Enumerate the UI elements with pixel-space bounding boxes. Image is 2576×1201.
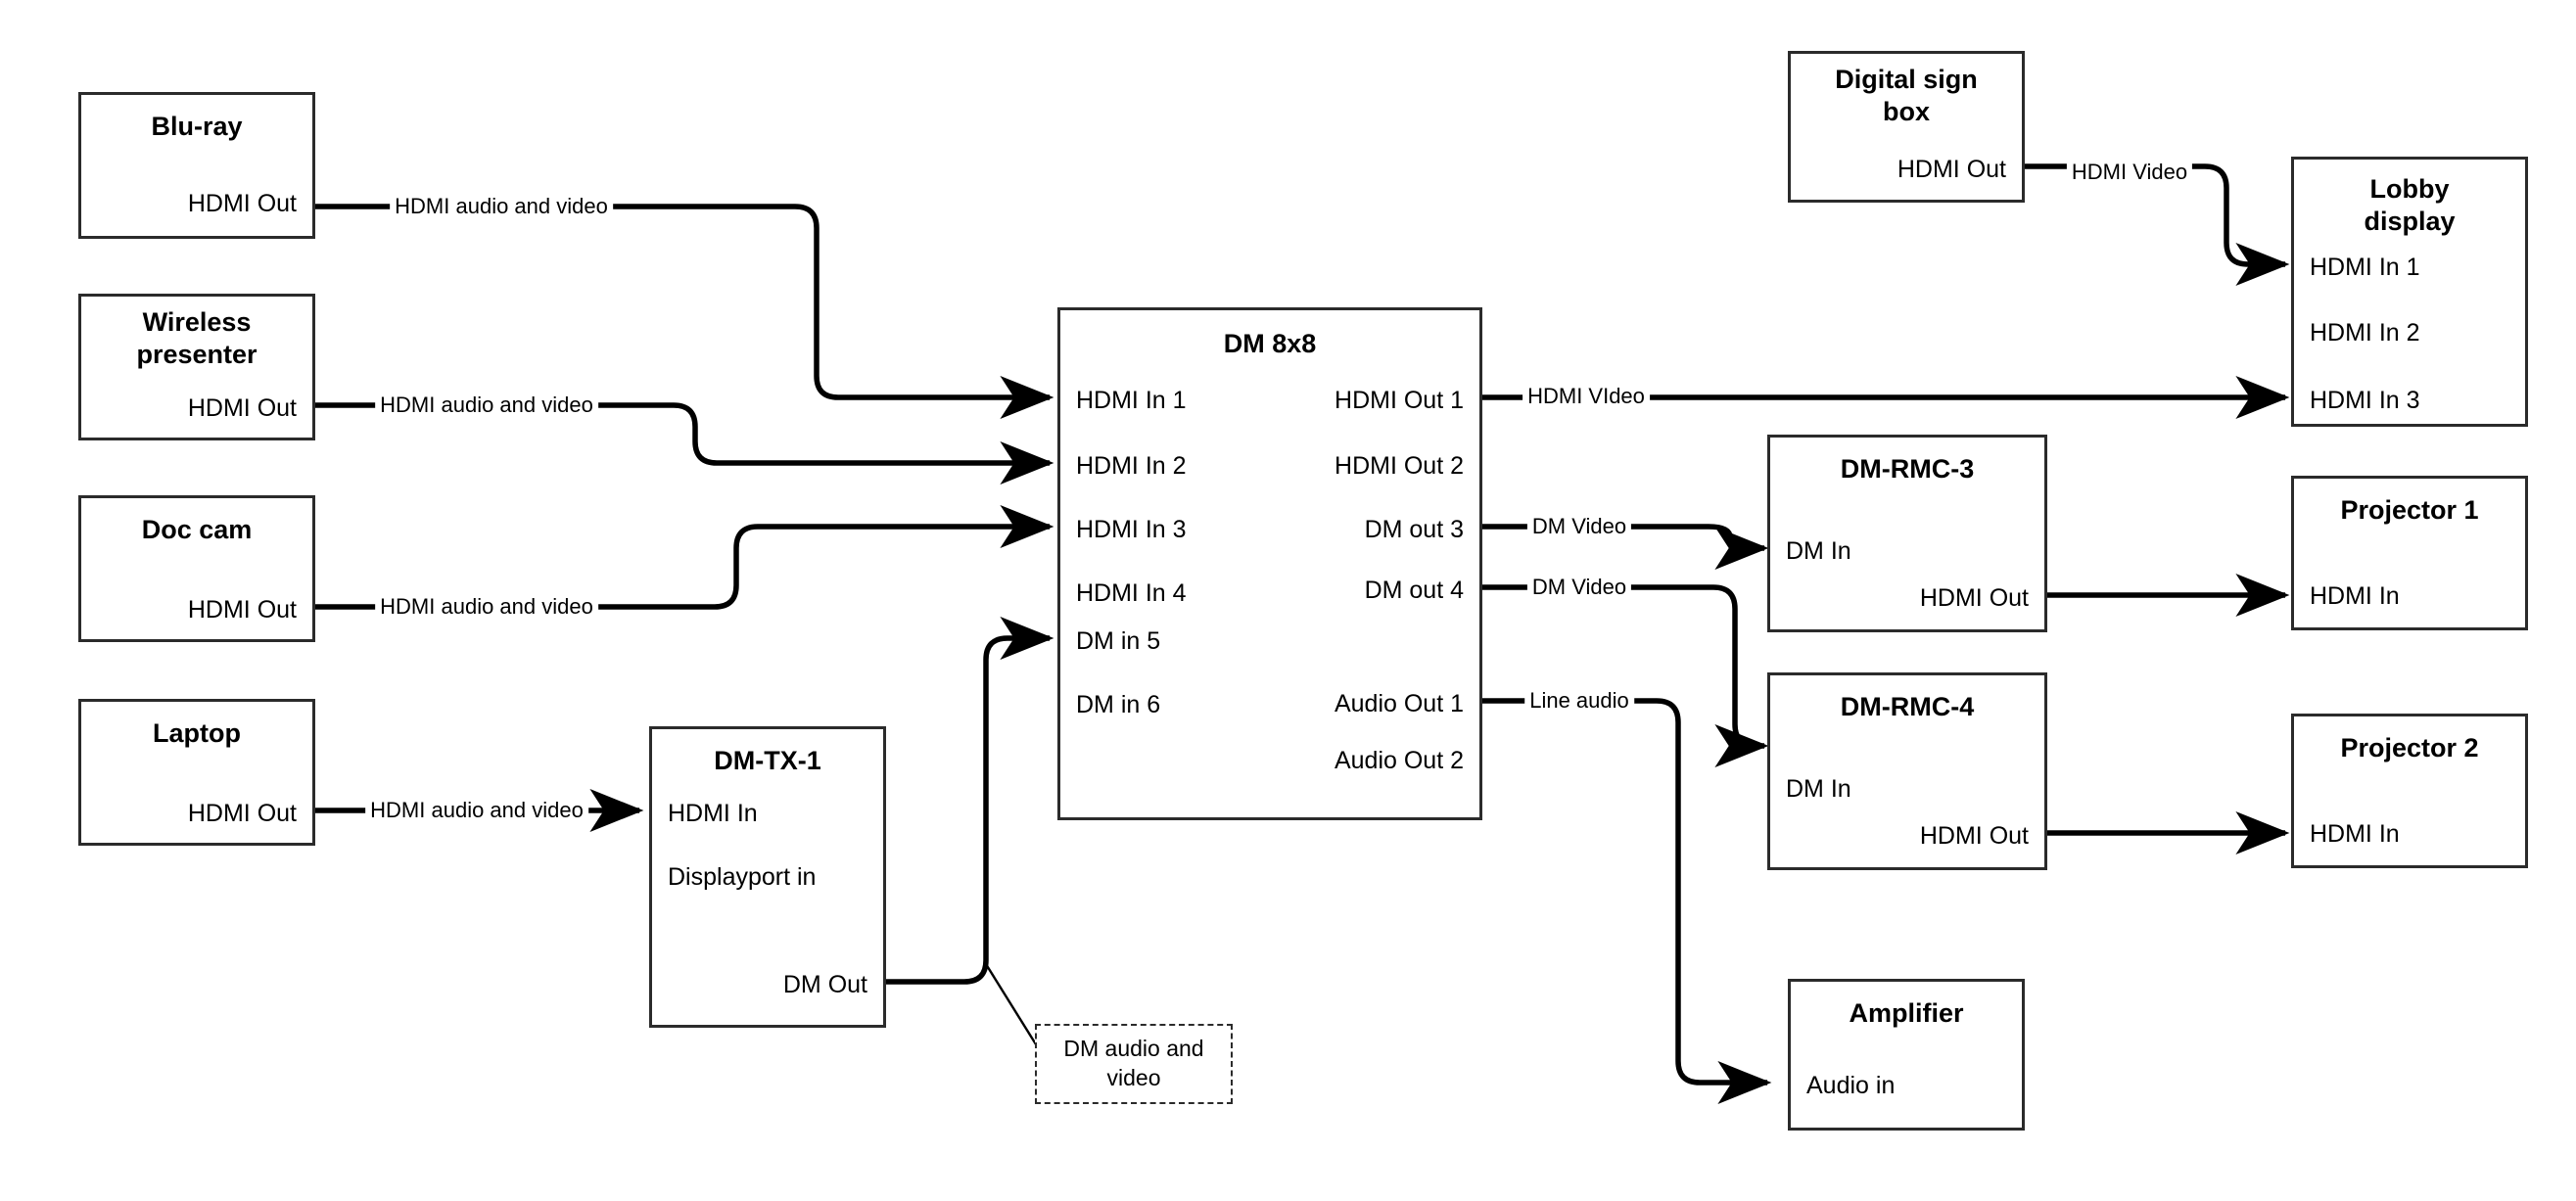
dmrmc3-port-dm-in[interactable]: DM In — [1786, 537, 1851, 565]
note-leader-line — [984, 963, 1043, 1053]
edge-dm8x8-to-dmrmc4 — [1481, 584, 1769, 767]
bluray-title: Blu-ray — [151, 112, 243, 141]
dm8x8-port-audio-out-2[interactable]: Audio Out 2 — [1334, 747, 1464, 774]
edge-dmtx1-to-dm8x8 — [886, 616, 1054, 985]
amplifier-title: Amplifier — [1849, 998, 1964, 1028]
lobby-port-hdmi-in-3[interactable]: HDMI In 3 — [2310, 387, 2420, 414]
edge-label-bluray: HDMI audio and video — [390, 194, 613, 219]
dm8x8-port-hdmi-in-3[interactable]: HDMI In 3 — [1076, 516, 1187, 543]
dmrmc4-port-dm-in[interactable]: DM In — [1786, 775, 1851, 803]
node-bluray[interactable]: Blu-ray HDMI Out — [78, 92, 315, 239]
projector1-title: Projector 1 — [2340, 495, 2479, 525]
edge-label-digitalsign: HDMI Video — [2066, 160, 2193, 185]
node-laptop[interactable]: Laptop HDMI Out — [78, 699, 315, 846]
node-projector-2[interactable]: Projector 2 HDMI In — [2291, 714, 2528, 868]
digitalsign-title-line1: Digital sign — [1835, 65, 1978, 94]
lobby-port-hdmi-in-1[interactable]: HDMI In 1 — [2310, 254, 2420, 281]
digitalsign-port-hdmi-out[interactable]: HDMI Out — [1897, 156, 2006, 183]
dm8x8-port-hdmi-in-4[interactable]: HDMI In 4 — [1076, 579, 1187, 607]
note-line-2: video — [1106, 1065, 1161, 1090]
dm8x8-port-dm-in-6[interactable]: DM in 6 — [1076, 691, 1161, 718]
node-dm-rmc-4[interactable]: DM-RMC-4 DM In HDMI Out — [1767, 672, 2047, 870]
lobby-title-line2: display — [2364, 207, 2456, 236]
wireless-title-line1: Wireless — [142, 307, 252, 337]
dm8x8-port-dm-out-4[interactable]: DM out 4 — [1364, 577, 1464, 604]
digitalsign-title-line2: box — [1882, 97, 1930, 126]
node-dm-8x8[interactable]: DM 8x8 HDMI In 1 HDMI In 2 HDMI In 3 HDM… — [1057, 307, 1482, 820]
edge-label-doccam: HDMI audio and video — [375, 594, 598, 620]
note-dm-audio-and-video: DM audio and video — [1035, 1024, 1233, 1104]
dm8x8-port-hdmi-in-2[interactable]: HDMI In 2 — [1076, 452, 1187, 480]
edge-doccam-to-dm8x8 — [314, 504, 1054, 610]
edge-dm8x8-to-dmrmc3 — [1481, 524, 1769, 570]
dm8x8-port-dm-in-5[interactable]: DM in 5 — [1076, 627, 1161, 655]
edge-wireless-to-dm8x8 — [314, 402, 1054, 485]
projector2-title: Projector 2 — [2340, 733, 2479, 762]
edge-dm8x8-to-amplifier — [1481, 698, 1772, 1104]
bluray-port-hdmi-out[interactable]: HDMI Out — [187, 190, 297, 217]
edge-label-hdmiout1: HDMI VIdeo — [1522, 384, 1650, 409]
dmtx1-title: DM-TX-1 — [714, 746, 821, 775]
node-lobby-display[interactable]: Lobby display HDMI In 1 HDMI In 2 HDMI I… — [2291, 157, 2528, 427]
projector2-port-hdmi-in[interactable]: HDMI In — [2310, 820, 2400, 848]
dm8x8-port-hdmi-out-2[interactable]: HDMI Out 2 — [1335, 452, 1464, 480]
lobby-title-line1: Lobby — [2369, 174, 2450, 204]
laptop-title: Laptop — [153, 718, 241, 748]
dmrmc4-title: DM-RMC-4 — [1840, 692, 1975, 721]
dmtx1-port-hdmi-in[interactable]: HDMI In — [668, 800, 758, 827]
dm8x8-port-hdmi-out-1[interactable]: HDMI Out 1 — [1335, 387, 1464, 414]
dmrmc4-port-hdmi-out[interactable]: HDMI Out — [1919, 822, 2029, 850]
dmrmc3-title: DM-RMC-3 — [1840, 454, 1975, 484]
note-line-1: DM audio and — [1063, 1036, 1204, 1061]
dm8x8-port-audio-out-1[interactable]: Audio Out 1 — [1334, 690, 1464, 717]
dm8x8-port-hdmi-in-1[interactable]: HDMI In 1 — [1076, 387, 1187, 414]
dmtx1-port-dm-out[interactable]: DM Out — [782, 971, 867, 998]
node-doc-cam[interactable]: Doc cam HDMI Out — [78, 495, 315, 642]
doccam-port-hdmi-out[interactable]: HDMI Out — [187, 596, 297, 624]
edge-label-dmout3: DM Video — [1526, 514, 1632, 539]
wireless-port-hdmi-out[interactable]: HDMI Out — [187, 394, 297, 422]
node-digital-sign-box[interactable]: Digital sign box HDMI Out — [1788, 51, 2025, 203]
edge-label-wireless: HDMI audio and video — [375, 393, 598, 418]
node-wireless-presenter[interactable]: Wireless presenter HDMI Out — [78, 294, 315, 440]
dmrmc3-port-hdmi-out[interactable]: HDMI Out — [1919, 584, 2029, 612]
dm8x8-port-dm-out-3[interactable]: DM out 3 — [1364, 516, 1464, 543]
lobby-port-hdmi-in-2[interactable]: HDMI In 2 — [2310, 319, 2420, 346]
node-amplifier[interactable]: Amplifier Audio in — [1788, 979, 2025, 1131]
projector1-port-hdmi-in[interactable]: HDMI In — [2310, 582, 2400, 610]
laptop-port-hdmi-out[interactable]: HDMI Out — [187, 800, 297, 827]
dmtx1-port-displayport-in[interactable]: Displayport in — [668, 863, 817, 891]
edge-label-audioout1: Line audio — [1524, 688, 1634, 714]
amplifier-port-audio-in[interactable]: Audio in — [1806, 1072, 1896, 1099]
node-projector-1[interactable]: Projector 1 HDMI In — [2291, 476, 2528, 630]
node-dm-tx-1[interactable]: DM-TX-1 HDMI In Displayport in DM Out — [649, 726, 886, 1028]
node-dm-rmc-3[interactable]: DM-RMC-3 DM In HDMI Out — [1767, 435, 2047, 632]
edge-label-dmout4: DM Video — [1526, 575, 1632, 600]
wireless-title-line2: presenter — [136, 340, 258, 369]
dm8x8-title: DM 8x8 — [1223, 329, 1317, 358]
doccam-title: Doc cam — [141, 515, 253, 544]
edge-digitalsign-to-lobby — [2025, 163, 2290, 286]
edge-bluray-to-dm8x8 — [314, 204, 1054, 419]
edge-label-laptop: HDMI audio and video — [365, 798, 588, 823]
